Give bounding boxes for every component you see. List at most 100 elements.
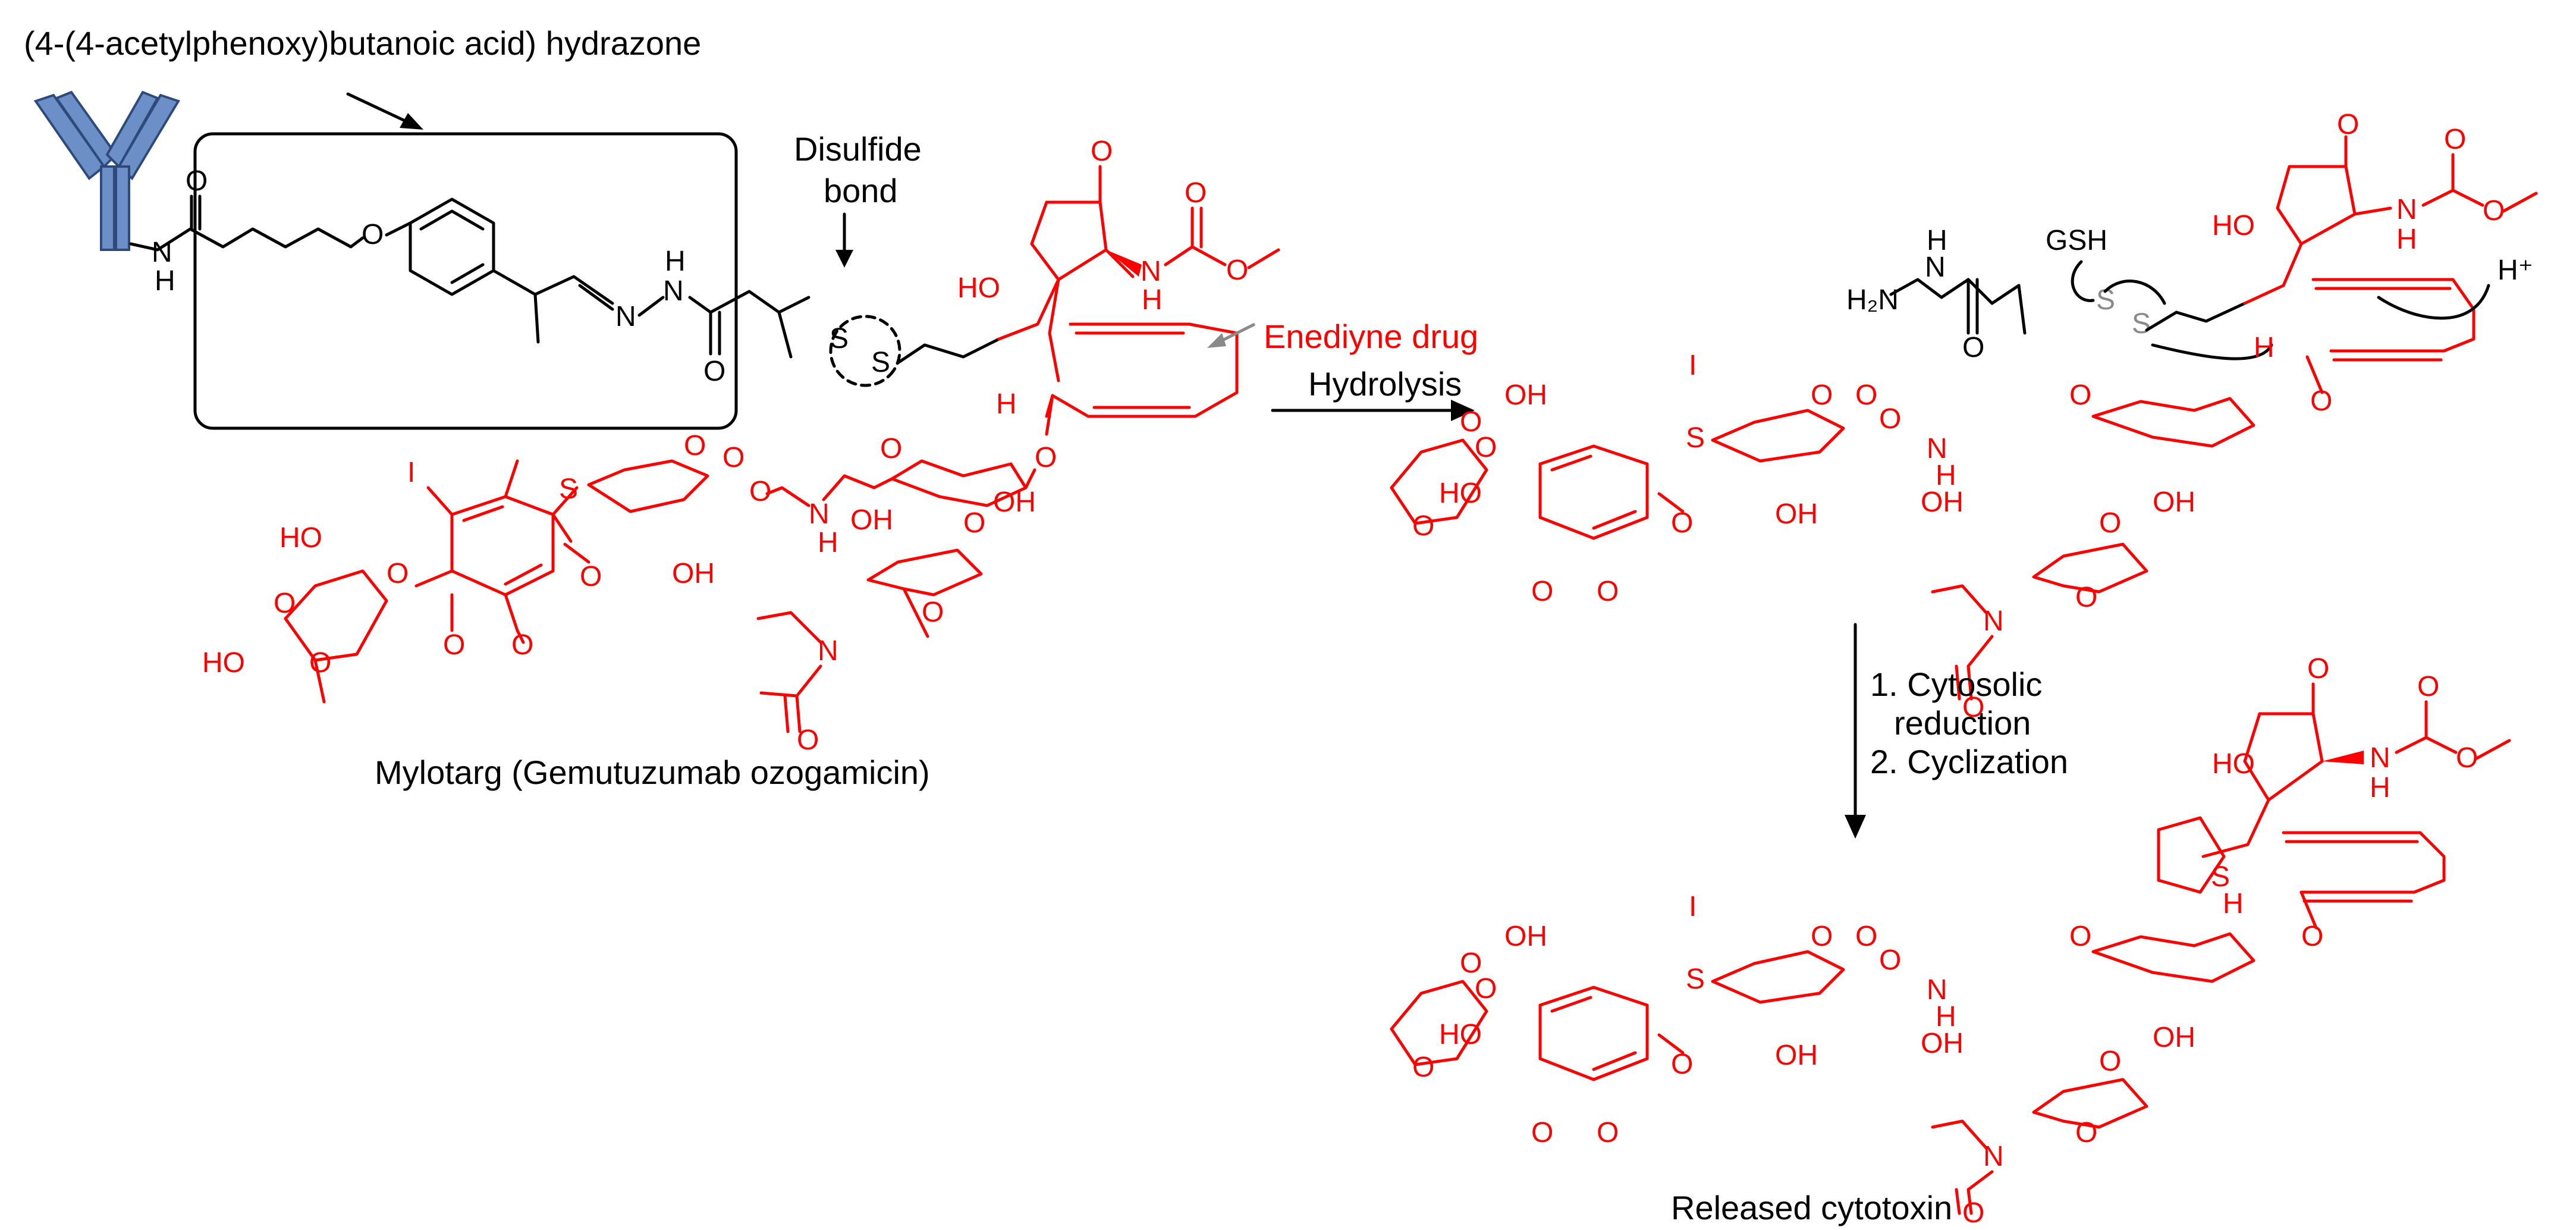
- carbamate-O2: O: [1226, 255, 1248, 286]
- hydrazide-H: H: [1927, 225, 1947, 256]
- rhamnose2-HO2: HO: [1439, 478, 1482, 509]
- hydroxylamine-N2: N: [1927, 433, 1947, 465]
- tert-HO2: HO: [2212, 210, 2255, 241]
- acetyl-O3: O: [1962, 1197, 1984, 1229]
- sugar3-OH3: OH: [1775, 1040, 1818, 1071]
- N-O-3: O: [1879, 403, 1901, 435]
- hydrazone-N1: N: [615, 301, 636, 332]
- rhamnose2-OH1: OH: [1504, 379, 1547, 411]
- pyranose2-O4: O: [1811, 379, 1833, 411]
- aryl3-OMe-O1: O: [1597, 1117, 1619, 1149]
- pyranose2-O2: O: [2099, 507, 2121, 539]
- released-label: Released cytotoxin: [1671, 1189, 1952, 1226]
- pyranose-O3: O: [922, 597, 944, 628]
- aryl2-OMe-O2: O: [1531, 576, 1553, 607]
- thioester-O3: O: [1671, 1049, 1693, 1080]
- N-O-6: O: [1855, 921, 1877, 952]
- carbamate-O4: O: [2483, 195, 2505, 227]
- N-O-2: O: [722, 442, 744, 473]
- thiophene-S: S: [2211, 861, 2230, 893]
- pyranose2-OH1: OH: [2153, 487, 2195, 518]
- carbamate-N2: N: [2396, 194, 2417, 225]
- glycoside-O1: O: [1035, 442, 1057, 473]
- ether-O: O: [362, 219, 384, 250]
- pyranose3-O4: O: [1811, 921, 1833, 952]
- carbamate-H: H: [1142, 284, 1163, 316]
- pyranose3-O2: O: [2099, 1046, 2121, 1077]
- pyranose-O1: O: [880, 433, 902, 465]
- oligosaccharide-2: O OH O O N O OH N H O O O OH S O I O O O…: [1390, 350, 2255, 723]
- rhamnose3-O: O: [1412, 1052, 1434, 1083]
- hydrazide-fragment: H₂N N H O GSH S S: [1846, 225, 2273, 363]
- cyclized-H: H: [2223, 888, 2244, 920]
- thioester-O1: O: [580, 561, 602, 592]
- rhamnose2-O: O: [1412, 510, 1434, 542]
- amine-N3: N: [1983, 1141, 2004, 1172]
- hydroxylamine-H3: H: [1936, 1001, 1956, 1033]
- linker-label: (4-(4-acetylphenoxy)butanoic acid) hydra…: [24, 24, 701, 62]
- tert-HO3: HO: [2212, 748, 2255, 780]
- carbamate-O5: O: [2417, 671, 2439, 702]
- oligosaccharide-1: O OH O O N O OH N H O O O OH S O I O: [202, 430, 1036, 756]
- N-O-5: O: [1879, 945, 1901, 976]
- disulfide-label-2: bond: [824, 172, 898, 209]
- enone-O: O: [1091, 136, 1113, 167]
- rhamnose3-HO2: HO: [1439, 1019, 1482, 1050]
- sugar-OH2: OH: [850, 504, 893, 536]
- mylotarg-label: Mylotarg (Gemutuzumab ozogamicin): [375, 754, 930, 791]
- disulfide-label-1: Disulfide: [794, 130, 922, 168]
- sugar3-OH2: OH: [1921, 1028, 1964, 1059]
- N-O-4: O: [1855, 379, 1877, 411]
- sugar2-OH3: OH: [1775, 498, 1818, 530]
- aryl-OMe-O2: O: [443, 629, 465, 661]
- disulfide-ellipse: [829, 315, 901, 387]
- enediyne-label: Enediyne drug: [1264, 318, 1478, 355]
- hydrazide-O: O: [703, 356, 725, 387]
- hydroxylamine-H: H: [818, 527, 838, 558]
- thioester-S2: S: [1686, 422, 1705, 454]
- rhamnose2-O-OMe: O: [1460, 406, 1482, 438]
- pyranose3-O1: O: [2069, 921, 2091, 952]
- oligosaccharide-3: O OH O O N O OH N H O O O OH S O I O O O…: [1390, 891, 2255, 1229]
- cyclized-core: O N H O O HO S H O: [2157, 653, 2511, 952]
- iodo-I1: I: [407, 457, 415, 488]
- aryl-OMe-O1: O: [511, 629, 533, 661]
- pyranose-O4: O: [684, 430, 706, 462]
- hydroxylamine-H2: H: [1936, 460, 1956, 491]
- rhamnose-HO1: HO: [279, 522, 322, 554]
- acetyl-O1: O: [797, 724, 819, 756]
- amine-N2: N: [1983, 605, 2004, 637]
- sugar-OH3: OH: [672, 558, 715, 589]
- linker-box: [193, 132, 738, 430]
- carbamate-H3: H: [2370, 772, 2390, 804]
- pyranose2-O1: O: [2069, 379, 2091, 411]
- rhamnose3-O-OMe: O: [1460, 947, 1482, 979]
- carbamate-N3: N: [2370, 742, 2390, 774]
- hydrazide-N: N: [1925, 252, 1946, 283]
- disulfide-S1: S: [830, 323, 849, 354]
- rhamnose3-OH1: OH: [1504, 921, 1547, 952]
- hydrolysis-label: Hydrolysis: [1308, 365, 1462, 403]
- calicheamicin-core-1: O N H O O HO H O: [957, 136, 1280, 473]
- intermediate-S2: S: [2132, 308, 2151, 340]
- hydrazide-O: O: [1962, 332, 1984, 363]
- phenyl-ring: [409, 197, 495, 296]
- enone-O3: O: [2307, 653, 2329, 685]
- glycoside-O3: O: [2301, 921, 2323, 952]
- carbamate-H2: H: [2396, 224, 2417, 255]
- carbamate-O1: O: [1185, 177, 1207, 209]
- iodo-I3: I: [1689, 891, 1697, 922]
- proton-label: H⁺: [2498, 255, 2533, 286]
- step1-label-1: 1. Cytosolic: [1870, 666, 2042, 703]
- acetyl-O2: O: [1962, 692, 1984, 723]
- disulfide-S2: S: [871, 347, 890, 378]
- carbamate-O6: O: [2456, 742, 2478, 774]
- glycoside-O2: O: [2310, 385, 2332, 417]
- sugar2-OH2: OH: [1921, 487, 1964, 518]
- pyranose-O2: O: [963, 507, 985, 539]
- rhamnose-O: O: [309, 647, 331, 679]
- pyranose2-O3: O: [2075, 582, 2097, 613]
- amine-N1: N: [818, 635, 838, 667]
- antibody-icon: [33, 90, 180, 251]
